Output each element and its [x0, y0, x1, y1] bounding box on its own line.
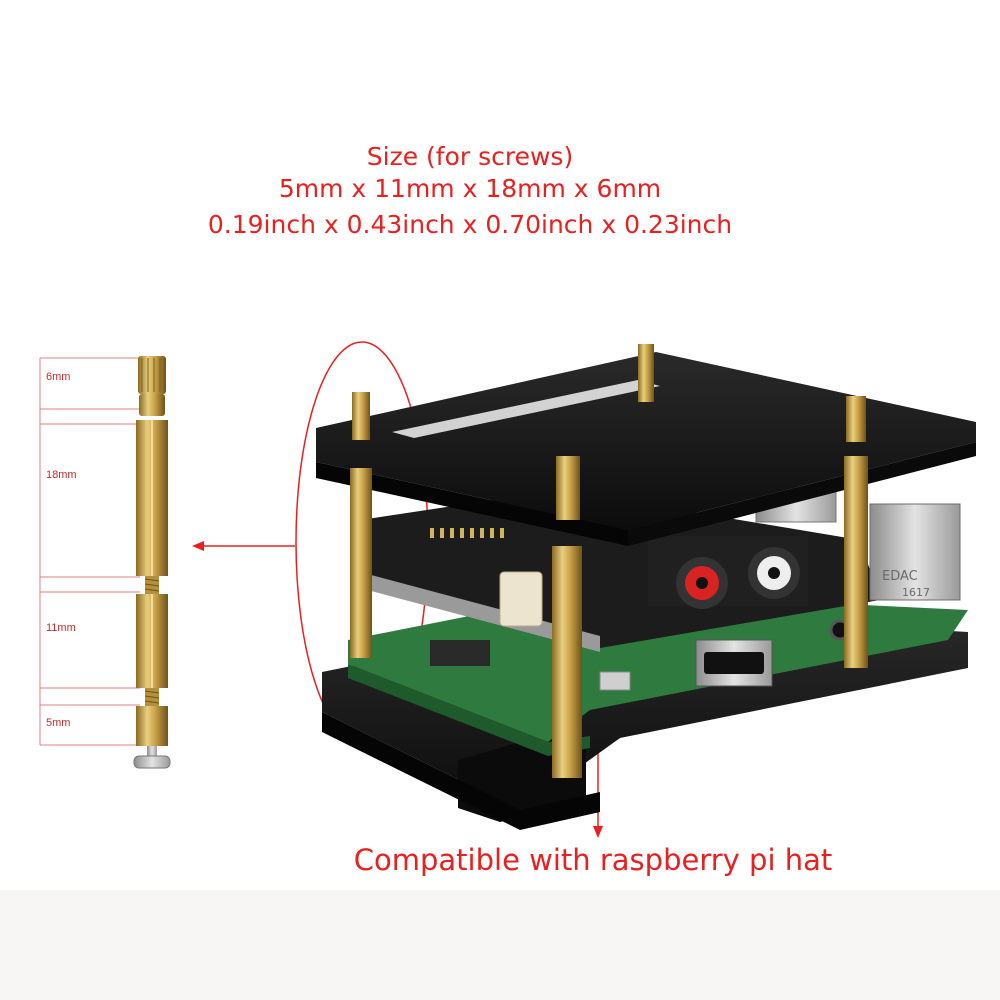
size-inch-line: 0.19inch x 0.43inch x 0.70inch x 0.23inc… — [207, 210, 733, 239]
dimension-diagram — [39, 356, 171, 769]
dim-label-18mm: 18mm — [46, 469, 77, 481]
dim-label-11mm: 11mm — [46, 622, 76, 634]
ethernet-port — [869, 503, 961, 601]
dim-label-5mm: 5mm — [46, 717, 71, 729]
jack-label: EDAC — [882, 569, 918, 584]
gpio-slot — [392, 380, 660, 438]
jack-code: 1617 — [902, 586, 930, 599]
brass-standoffs — [350, 344, 868, 778]
raspberry-pi-case: EDAC 1617 — [316, 344, 976, 830]
size-mm-line: 5mm x 11mm x 18mm x 6mm — [278, 174, 662, 203]
bottom-band — [0, 890, 1000, 1000]
standoff-icon — [133, 356, 171, 769]
dim-label-6mm: 6mm — [46, 371, 71, 383]
jst-connector — [499, 571, 543, 627]
top-acrylic-plate — [316, 352, 976, 530]
compatibility-caption: Compatible with raspberry pi hat — [353, 843, 833, 877]
size-heading: Size (for screws) — [366, 142, 574, 171]
